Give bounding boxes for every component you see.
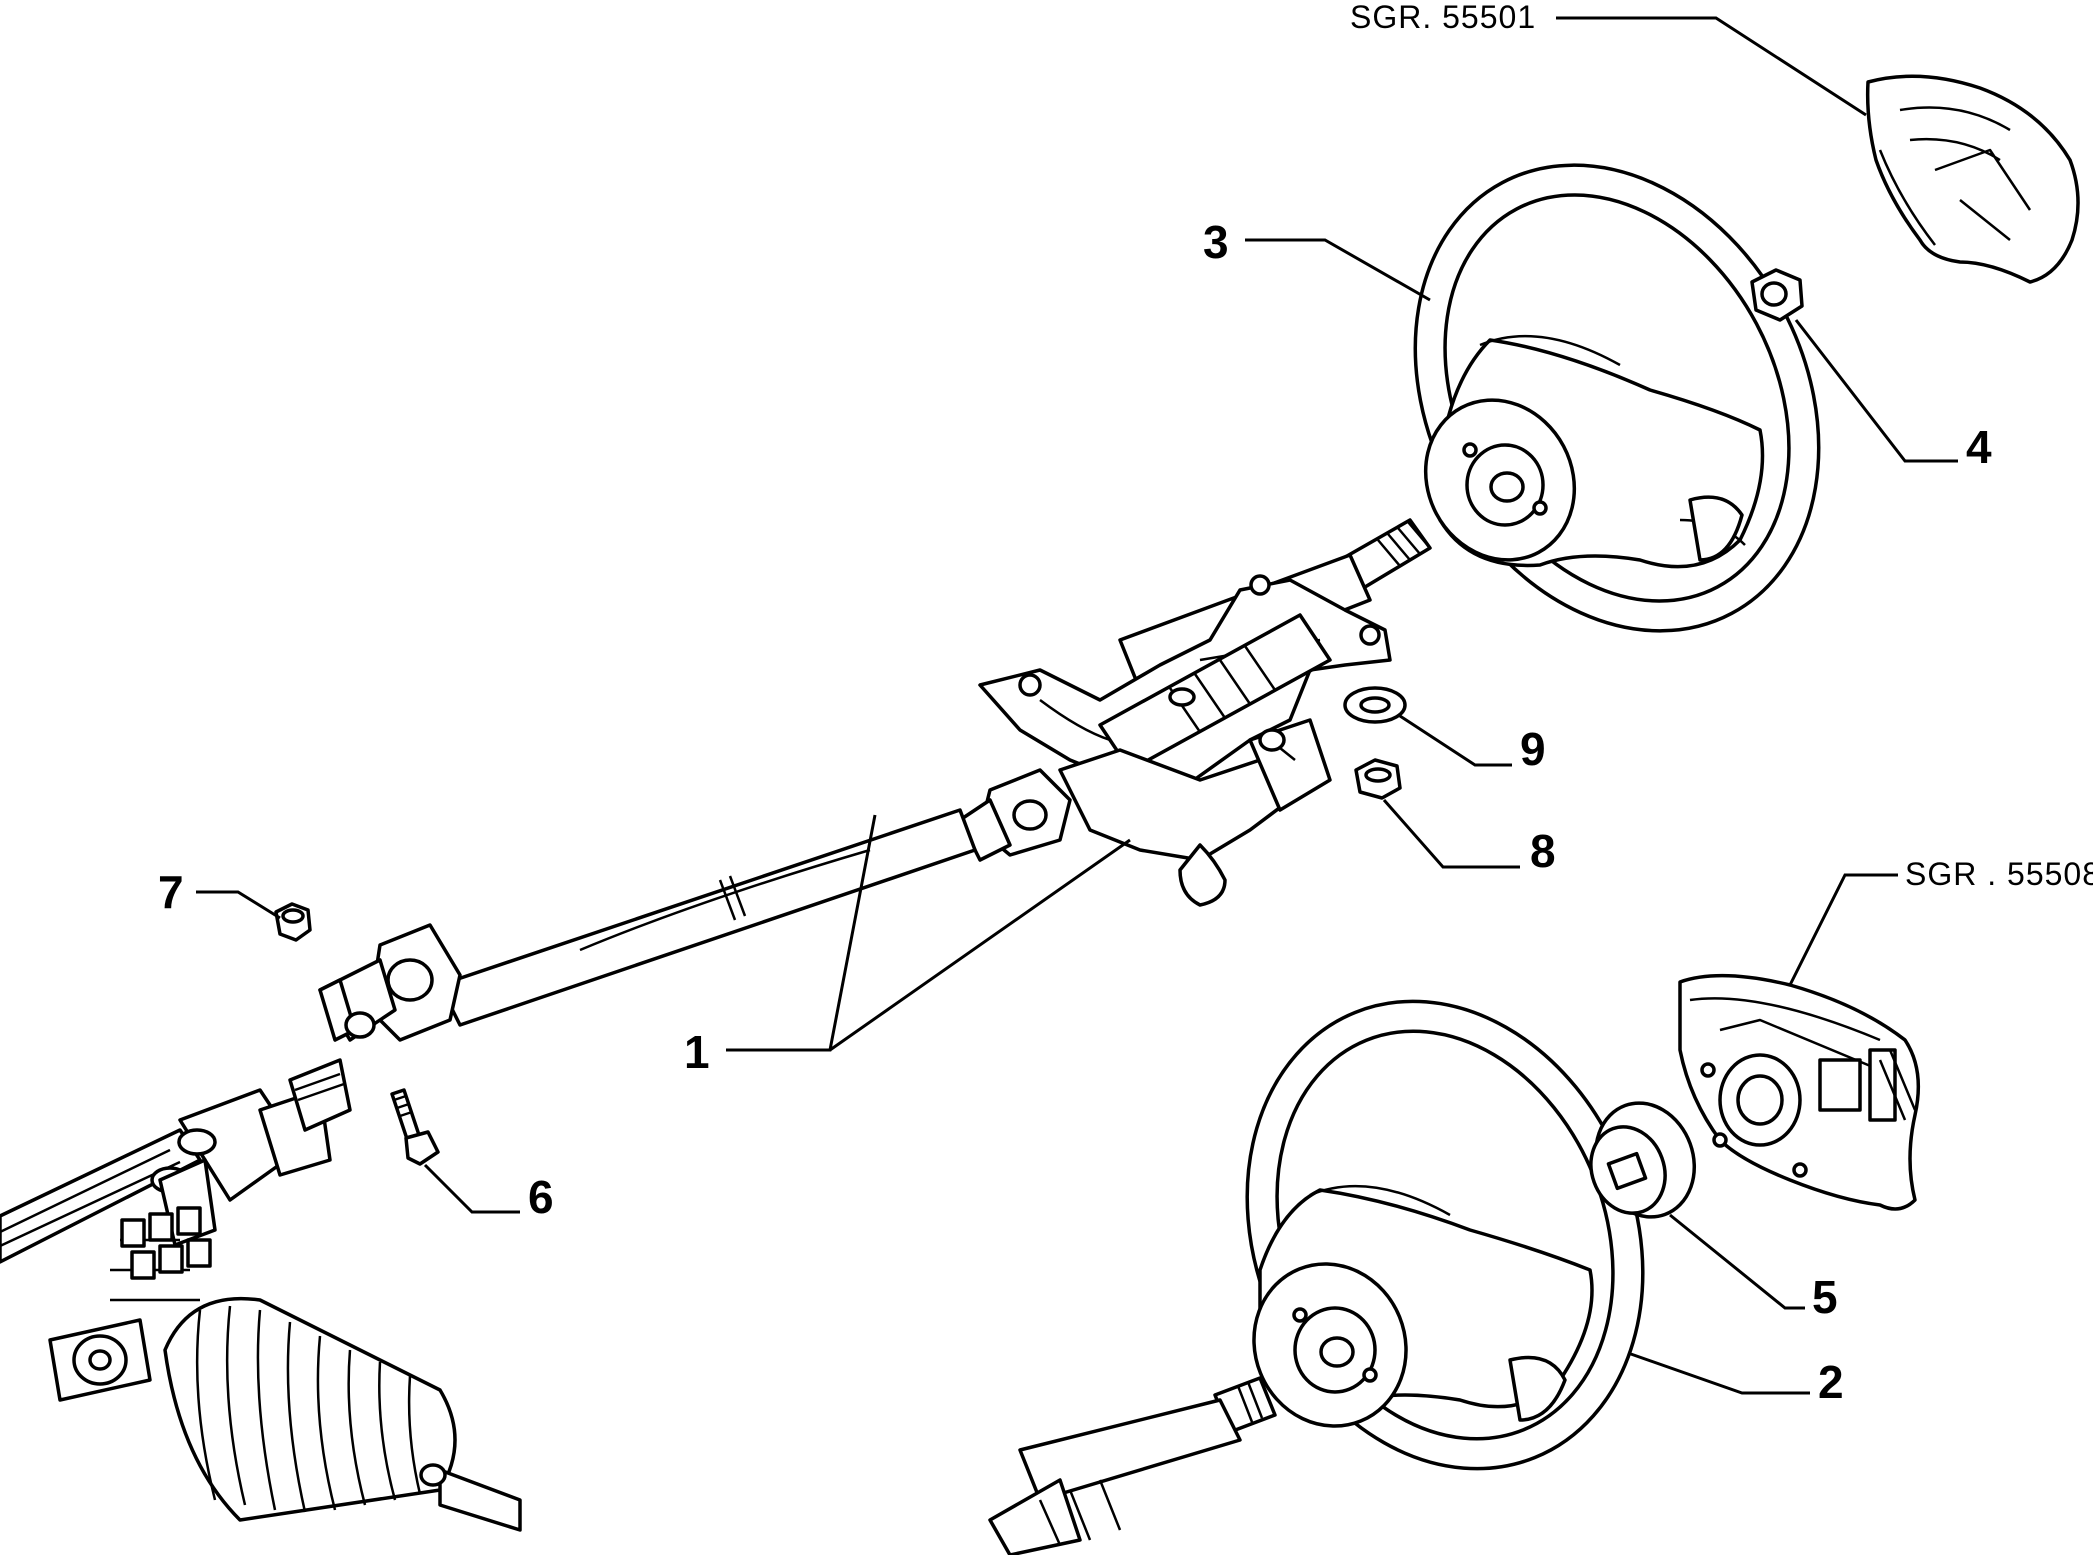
callout-3: 3 xyxy=(1203,216,1229,268)
reference-sgr-55501: SGR. 55501 xyxy=(1350,0,1536,35)
leader-5 xyxy=(1669,1213,1805,1310)
callout-2: 2 xyxy=(1818,1356,1844,1408)
hub-part-5 xyxy=(1589,1101,1697,1219)
horn-pad-top xyxy=(1865,74,2080,284)
airbag-module xyxy=(1678,973,1921,1211)
washer-part-9 xyxy=(1343,686,1407,724)
reference-sgr-55508: SGR . 55508 xyxy=(1905,856,2093,892)
callout-4: 4 xyxy=(1966,421,1992,473)
steering-column-part-1 xyxy=(318,518,1432,1042)
callout-7: 7 xyxy=(158,866,184,918)
callout-1: 1 xyxy=(684,1026,710,1078)
bolt-part-6 xyxy=(390,1088,440,1166)
leader-sgr-55501 xyxy=(1556,16,1867,117)
leader-6 xyxy=(423,1163,520,1214)
leader-3 xyxy=(1245,238,1431,302)
leader-1 xyxy=(726,814,1131,1052)
leader-7 xyxy=(196,890,281,920)
callout-9: 9 xyxy=(1520,723,1546,775)
leader-8 xyxy=(1382,799,1520,869)
callout-6: 6 xyxy=(528,1171,554,1223)
nut-part-8 xyxy=(1354,758,1402,800)
nut-part-7 xyxy=(274,902,312,942)
leader-9 xyxy=(1399,714,1512,767)
steering-rack xyxy=(0,1058,522,1532)
leader-2 xyxy=(1627,1351,1810,1395)
leader-4 xyxy=(1794,319,1958,463)
leader-sgr-55508 xyxy=(1788,873,1898,986)
callout-5: 5 xyxy=(1812,1271,1838,1323)
steering-wheel-lower xyxy=(988,999,1645,1555)
callout-8: 8 xyxy=(1530,825,1556,877)
steering-wheel-upper xyxy=(1413,163,1821,633)
wheel-nut-part-4 xyxy=(1750,268,1804,322)
